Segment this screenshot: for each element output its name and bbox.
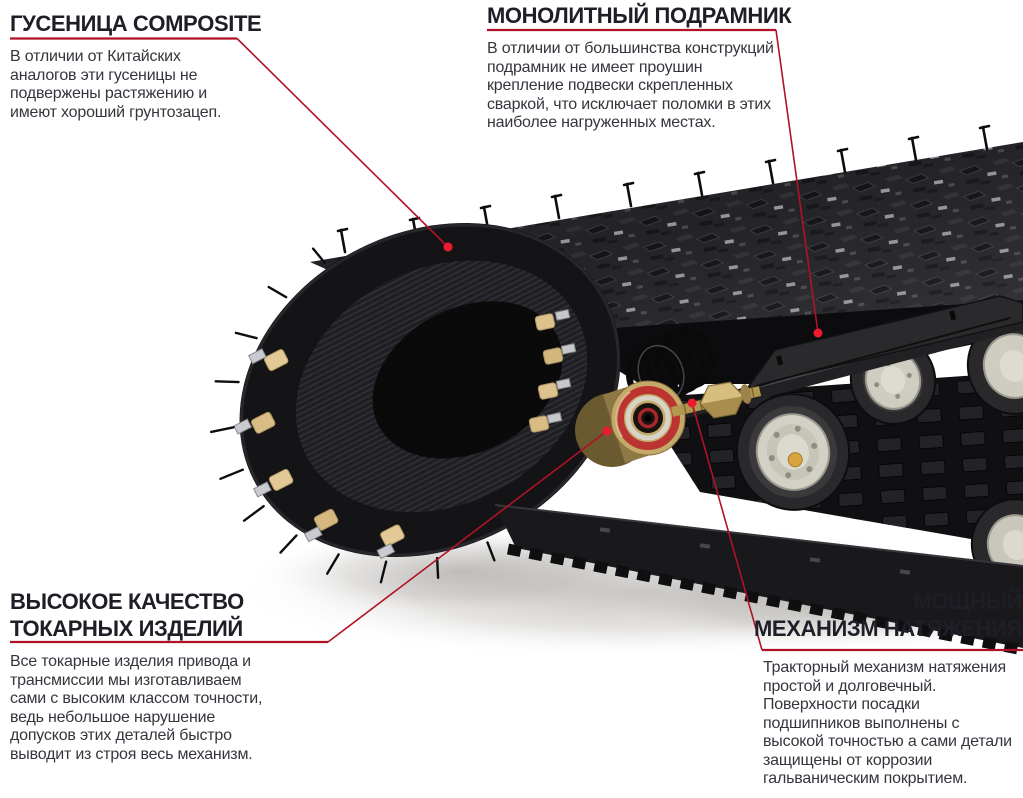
tension-mechanism [575, 327, 762, 467]
track-nose [209, 222, 621, 584]
track-band-lugs [528, 309, 648, 455]
callout-tensioner: МОЩНЫЙ МЕХАНИЗМ НАТЯЖЕНИЯ Тракторный мех… [700, 588, 1022, 787]
leader-line-track [236, 37, 449, 248]
leader-dot [687, 398, 697, 408]
callout-track-body: В отличии от Китайских аналогов эти гусе… [10, 48, 222, 121]
leader-line-tensioner [691, 402, 763, 651]
callout-track-title: ГУСЕНИЦА COMPOSITE [10, 11, 262, 36]
leader-line-subframe [775, 29, 819, 334]
leader-dot [813, 328, 823, 338]
leader-line-machining [327, 430, 608, 643]
callout-track: ГУСЕНИЦА COMPOSITE В отличии от Китайски… [10, 10, 330, 122]
leader-lines [10, 28, 1023, 652]
callout-subframe-title: МОНОЛИТНЫЙ ПОДРАМНИК [487, 3, 792, 28]
callout-machining: ВЫСОКОЕ КАЧЕСТВО ТОКАРНЫХ ИЗДЕЛИЙ Все то… [10, 588, 340, 764]
leader-dot [602, 426, 612, 436]
track-bottom-run [494, 504, 1023, 656]
leader-dot [443, 242, 453, 252]
callout-tensioner-title: МОЩНЫЙ МЕХАНИЗМ НАТЯЖЕНИЯ [754, 589, 1022, 641]
callout-machining-title: ВЫСОКОЕ КАЧЕСТВО ТОКАРНЫХ ИЗДЕЛИЙ [10, 589, 244, 641]
callout-machining-body: Все токарные изделия привода и трансмисс… [10, 653, 263, 763]
callout-subframe: МОНОЛИТНЫЙ ПОДРАМНИК В отличии от больши… [487, 2, 817, 133]
callout-tensioner-body: Тракторный механизм натяжения простой и … [763, 659, 1012, 787]
callout-subframe-body: В отличии от большинства конструкций под… [487, 40, 774, 131]
